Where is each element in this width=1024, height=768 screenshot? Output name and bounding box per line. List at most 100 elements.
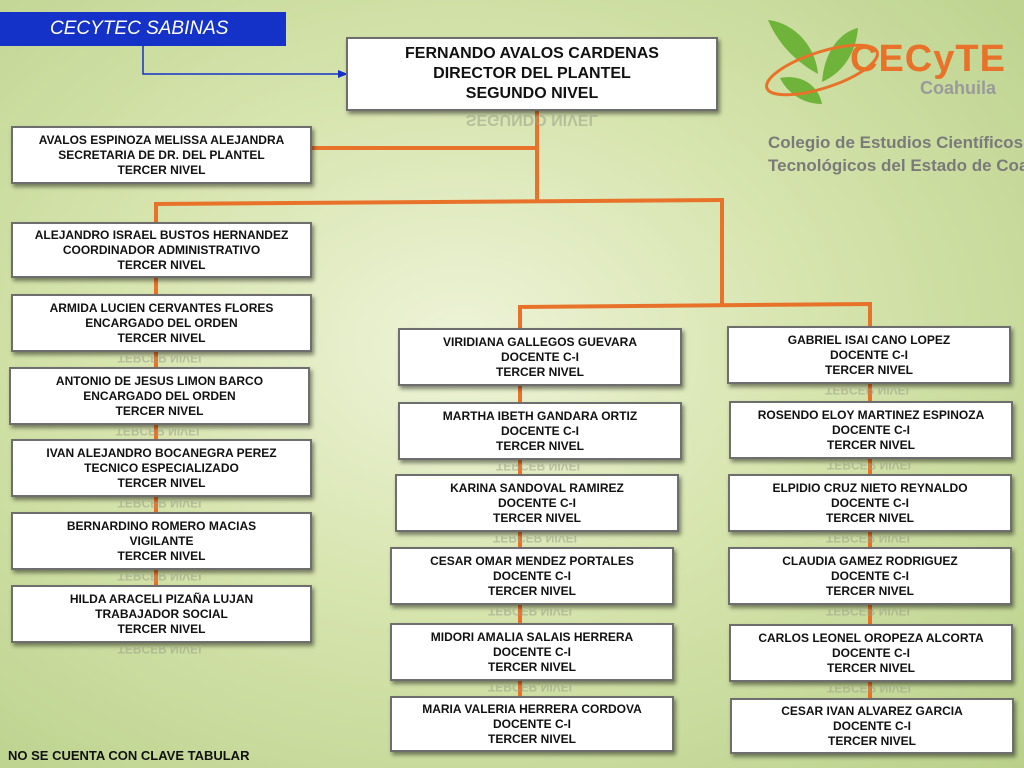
director-level: SEGUNDO NIVEL xyxy=(465,85,599,102)
staff-name: MARIA VALERIA HERRERA CORDOVA xyxy=(422,701,642,716)
staff-name: ROSENDO ELOY MARTINEZ ESPINOZA xyxy=(757,407,985,422)
staff-name: BERNARDINO ROMERO MACIAS xyxy=(66,518,257,533)
staff-reflection: TERCER NIVEL xyxy=(117,574,206,583)
staff-name: MIDORI AMALIA SALAIS HERRERA xyxy=(430,629,634,644)
staff-level: TERCER NIVEL xyxy=(825,583,914,598)
staff-box-right-5: CESAR IVAN ALVAREZ GARCIA DOCENTE C-I TE… xyxy=(730,698,1014,754)
staff-level: TERCER NIVEL xyxy=(115,403,204,418)
logo-line-2: Tecnológicos del Estado de Coahuila xyxy=(768,156,1024,175)
staff-reflection: TERCER NIVEL xyxy=(117,647,206,656)
logo-state: Coahuila xyxy=(920,78,997,98)
staff-reflection: TERCER NIVEL xyxy=(117,501,206,510)
staff-level: TERCER NIVEL xyxy=(487,659,576,674)
staff-name: CESAR OMAR MENDEZ PORTALES xyxy=(430,553,634,568)
staff-role: COORDINADOR ADMINISTRATIVO xyxy=(62,242,261,257)
staff-reflection: TERCER NIVEL xyxy=(495,464,584,473)
staff-box-center-3: CESAR OMAR MENDEZ PORTALES DOCENTE C-I T… xyxy=(390,547,674,605)
staff-name: AVALOS ESPINOZA MELISSA ALEJANDRA xyxy=(38,132,285,147)
staff-role: DOCENTE C-I xyxy=(493,568,571,583)
staff-role: DOCENTE C-I xyxy=(832,422,910,437)
staff-name: CESAR IVAN ALVAREZ GARCIA xyxy=(781,703,963,718)
staff-level: TERCER NIVEL xyxy=(824,362,913,377)
staff-reflection: TERCER NIVEL xyxy=(824,388,913,397)
staff-role: DOCENTE C-I xyxy=(831,568,909,583)
staff-role: DOCENTE C-I xyxy=(498,495,576,510)
staff-level: TERCER NIVEL xyxy=(487,731,576,746)
staff-role: DOCENTE C-I xyxy=(501,349,579,364)
staff-box-center-5: MARIA VALERIA HERRERA CORDOVA DOCENTE C-… xyxy=(390,696,674,752)
staff-box-right-4: CARLOS LEONEL OROPEZA ALCORTA DOCENTE C-… xyxy=(729,624,1013,682)
staff-name: ARMIDA LUCIEN CERVANTES FLORES xyxy=(49,300,274,315)
staff-reflection: TERCER NIVEL xyxy=(826,686,915,695)
staff-box-center-4: MIDORI AMALIA SALAIS HERRERA DOCENTE C-I… xyxy=(390,623,674,681)
footer-note: NO SE CUENTA CON CLAVE TABULAR xyxy=(8,748,250,763)
staff-level: TERCER NIVEL xyxy=(492,510,581,525)
staff-level: TERCER NIVEL xyxy=(117,330,206,345)
staff-box-center-0: VIRIDIANA GALLEGOS GUEVARA DOCENTE C-I T… xyxy=(398,328,682,386)
staff-level: TERCER NIVEL xyxy=(825,510,914,525)
staff-role: DOCENTE C-I xyxy=(501,423,579,438)
staff-box-left-5: BERNARDINO ROMERO MACIAS VIGILANTE TERCE… xyxy=(11,512,312,570)
staff-role: ENCARGADO DEL ORDEN xyxy=(85,315,238,330)
staff-box-left-6: HILDA ARACELI PIZAÑA LUJAN TRABAJADOR SO… xyxy=(11,585,312,643)
staff-role: DOCENTE C-I xyxy=(831,495,909,510)
staff-reflection: TERCER NIVEL xyxy=(825,609,914,618)
staff-role: DOCENTE C-I xyxy=(493,716,571,731)
cecyte-logo-icon xyxy=(765,20,879,104)
staff-name: HILDA ARACELI PIZAÑA LUJAN xyxy=(69,591,254,606)
logo-line-1: Colegio de Estudios Científicos y xyxy=(768,133,1024,152)
staff-box-right-0: GABRIEL ISAI CANO LOPEZ DOCENTE C-I TERC… xyxy=(727,326,1011,384)
director-name: FERNANDO AVALOS CARDENAS xyxy=(405,45,659,62)
director-reflection: SEGUNDO NIVEL xyxy=(465,115,599,128)
staff-box-right-2: ELPIDIO CRUZ NIETO REYNALDO DOCENTE C-I … xyxy=(728,474,1012,532)
staff-level: TERCER NIVEL xyxy=(117,257,206,272)
staff-name: KARINA SANDOVAL RAMIREZ xyxy=(450,480,624,495)
staff-level: TERCER NIVEL xyxy=(487,583,576,598)
staff-box-left-4: IVAN ALEJANDRO BOCANEGRA PEREZ TECNICO E… xyxy=(11,439,312,497)
staff-role: TRABAJADOR SOCIAL xyxy=(95,606,228,621)
staff-reflection: TERCER NIVEL xyxy=(115,429,204,438)
staff-box-right-1: ROSENDO ELOY MARTINEZ ESPINOZA DOCENTE C… xyxy=(729,401,1013,459)
staff-reflection: TERCER NIVEL xyxy=(825,536,914,545)
director-role: DIRECTOR DEL PLANTEL xyxy=(433,65,631,82)
staff-level: TERCER NIVEL xyxy=(827,733,916,748)
staff-name: GABRIEL ISAI CANO LOPEZ xyxy=(787,332,951,347)
staff-level: TERCER NIVEL xyxy=(117,162,206,177)
staff-role: DOCENTE C-I xyxy=(833,718,911,733)
staff-role: DOCENTE C-I xyxy=(832,645,910,660)
staff-level: TERCER NIVEL xyxy=(826,660,915,675)
director-box: FERNANDO AVALOS CARDENAS DIRECTOR DEL PL… xyxy=(346,37,718,111)
staff-level: TERCER NIVEL xyxy=(495,438,584,453)
staff-role: DOCENTE C-I xyxy=(493,644,571,659)
staff-reflection: TERCER NIVEL xyxy=(492,536,581,545)
staff-role: TECNICO ESPECIALIZADO xyxy=(84,460,239,475)
staff-name: CARLOS LEONEL OROPEZA ALCORTA xyxy=(758,630,984,645)
staff-role: ENCARGADO DEL ORDEN xyxy=(83,388,236,403)
staff-level: TERCER NIVEL xyxy=(495,364,584,379)
staff-box-right-3: CLAUDIA GAMEZ RODRIGUEZ DOCENTE C-I TERC… xyxy=(728,547,1012,605)
staff-box-center-2: KARINA SANDOVAL RAMIREZ DOCENTE C-I TERC… xyxy=(395,474,679,532)
staff-name: ALEJANDRO ISRAEL BUSTOS HERNANDEZ xyxy=(34,227,289,242)
staff-box-left-3: ANTONIO DE JESUS LIMON BARCO ENCARGADO D… xyxy=(9,367,310,425)
staff-name: ELPIDIO CRUZ NIETO REYNALDO xyxy=(772,480,968,495)
staff-level: TERCER NIVEL xyxy=(117,475,206,490)
staff-name: VIRIDIANA GALLEGOS GUEVARA xyxy=(442,334,637,349)
staff-name: IVAN ALEJANDRO BOCANEGRA PEREZ xyxy=(46,445,277,460)
staff-name: ANTONIO DE JESUS LIMON BARCO xyxy=(55,373,264,388)
staff-box-left-1: ALEJANDRO ISRAEL BUSTOS HERNANDEZ COORDI… xyxy=(11,222,312,278)
campus-tag: CECYTEC SABINAS xyxy=(0,12,286,46)
staff-reflection: TERCER NIVEL xyxy=(487,609,576,618)
staff-reflection: TERCER NIVEL xyxy=(487,685,576,694)
logo-name: CECyTE xyxy=(850,38,1006,80)
staff-role: DOCENTE C-I xyxy=(830,347,908,362)
staff-role: VIGILANTE xyxy=(129,533,194,548)
staff-role: SECRETARIA DE DR. DEL PLANTEL xyxy=(58,147,265,162)
staff-box-center-1: MARTHA IBETH GANDARA ORTIZ DOCENTE C-I T… xyxy=(398,402,682,460)
staff-box-left-0: AVALOS ESPINOZA MELISSA ALEJANDRA SECRET… xyxy=(11,126,312,184)
staff-level: TERCER NIVEL xyxy=(117,548,206,563)
staff-box-left-2: ARMIDA LUCIEN CERVANTES FLORES ENCARGADO… xyxy=(11,294,312,352)
staff-reflection: TERCER NIVEL xyxy=(117,356,206,365)
staff-name: MARTHA IBETH GANDARA ORTIZ xyxy=(442,408,638,423)
staff-level: TERCER NIVEL xyxy=(117,621,206,636)
staff-reflection: TERCER NIVEL xyxy=(826,463,915,472)
